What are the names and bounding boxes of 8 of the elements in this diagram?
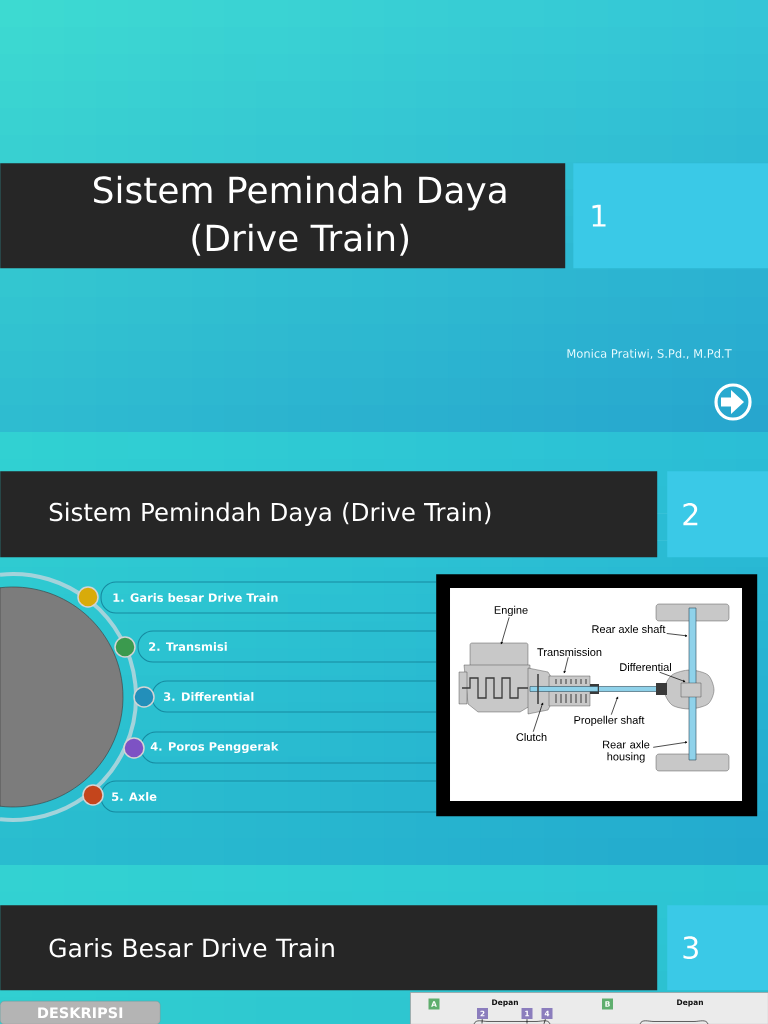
leader-line bbox=[543, 1018, 546, 1024]
slide-number-box: 1 bbox=[573, 163, 768, 269]
button: DESKRIPSI bbox=[0, 1001, 161, 1024]
leader-line bbox=[526, 1018, 528, 1024]
author-text: Monica Pratiwi, S.Pd., M.Pd.T bbox=[567, 348, 732, 359]
leader-line bbox=[481, 1018, 483, 1024]
car-layout-picture bbox=[410, 992, 768, 1024]
title-bar: Sistem Pemindah Daya (Drive Train) bbox=[0, 163, 566, 269]
